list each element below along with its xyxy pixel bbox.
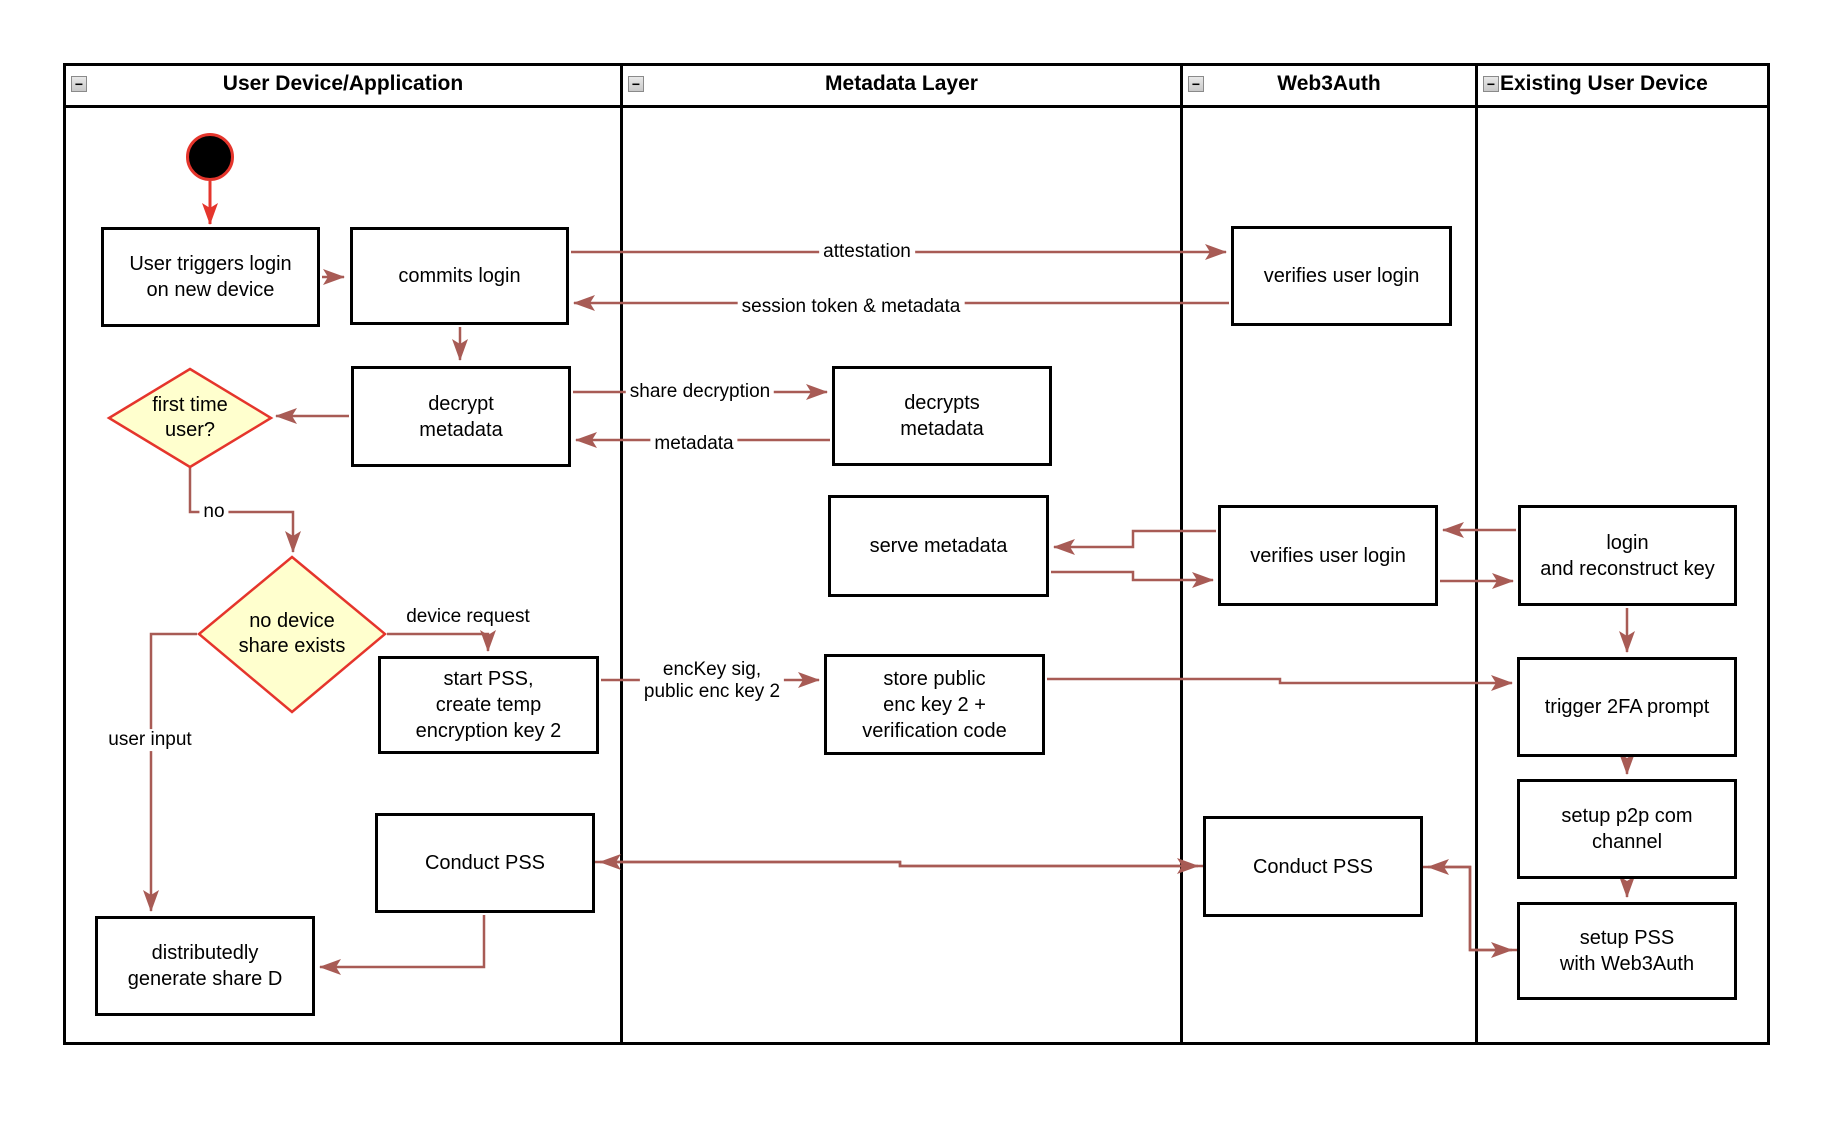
node-conduct-pss-user-device[interactable]: Conduct PSS (375, 813, 595, 913)
decision-label-first-time-user: first time user? (152, 394, 228, 441)
node-distributedly-generate-share-d[interactable]: distributedly generate share D (95, 916, 315, 1016)
lane-header-web3auth: Web3Auth (1183, 63, 1475, 105)
lane-title-user-device-application: User Device/Application (222, 72, 464, 95)
decision-no-device-share[interactable] (197, 555, 387, 714)
edge-label-metadata: metadata (650, 433, 738, 455)
edge-verifies2-to-serve (1053, 529, 1216, 555)
node-decrypt-metadata[interactable]: decrypt metadata (351, 366, 571, 467)
node-user-triggers-login[interactable]: User triggers login on new device (101, 227, 320, 327)
edge-user-input (143, 632, 197, 912)
edge-conducta-to-distributedly (319, 915, 486, 975)
edge-label-device-request: device request (406, 606, 530, 628)
lane-header-existing-user-device: Existing User Device (1500, 63, 1770, 105)
node-verifies-user-login-1[interactable]: verifies user login (1231, 226, 1452, 326)
edge-label-attestation: attestation (819, 241, 915, 263)
lane-title-web3auth: Web3Auth (1277, 72, 1381, 95)
edge-label-no: no (199, 501, 229, 523)
decision-label-no-device-share: no device share exists (238, 610, 346, 657)
lane-divider-3 (1475, 63, 1478, 1045)
start-node[interactable] (186, 133, 234, 181)
node-decrypts-metadata[interactable]: decrypts metadata (832, 366, 1052, 466)
collapse-lane-button[interactable]: − (628, 76, 644, 92)
header-divider (63, 105, 1770, 108)
node-conduct-pss-web3auth[interactable]: Conduct PSS (1203, 816, 1423, 917)
lane-header-metadata-layer: Metadata Layer (623, 63, 1180, 105)
node-setup-pss-with-web3auth[interactable]: setup PSS with Web3Auth (1517, 902, 1737, 1000)
collapse-lane-button[interactable]: − (1188, 76, 1204, 92)
edge-device-request (387, 630, 496, 652)
minus-icon: − (631, 76, 641, 92)
minus-icon: − (1191, 76, 1201, 92)
lane-divider-1 (620, 63, 623, 1045)
edge-conductb-to-conducta (599, 854, 1203, 870)
node-serve-metadata[interactable]: serve metadata (828, 495, 1049, 597)
minus-icon: − (74, 76, 84, 92)
lane-title-metadata-layer: Metadata Layer (825, 72, 978, 95)
edge-label-user-input: user input (104, 729, 196, 751)
lane-header-user-device-application: User Device/Application (66, 63, 620, 105)
collapse-lane-button[interactable]: − (71, 76, 87, 92)
node-commits-login[interactable]: commits login (350, 227, 569, 325)
decision-first-time-user[interactable] (106, 367, 274, 469)
node-store-public-enc-key[interactable]: store public enc key 2 + verification co… (824, 654, 1045, 755)
edge-no-branch (188, 467, 301, 553)
lane-title-existing-user-device: Existing User Device (1500, 72, 1708, 95)
node-setup-p2p-com-channel[interactable]: setup p2p com channel (1517, 779, 1737, 879)
edge-serve-to-verifies2 (1051, 570, 1214, 588)
lane-divider-2 (1180, 63, 1183, 1045)
edge-label-share-decryption: share decryption (625, 381, 775, 403)
edge-conductb-to-setuppss (1423, 865, 1513, 958)
node-verifies-user-login-2[interactable]: verifies user login (1218, 505, 1438, 606)
edge-label-enckey-sig: encKey sig, public enc key 2 (639, 659, 785, 703)
collapse-lane-button[interactable]: − (1483, 76, 1499, 92)
minus-icon: − (1486, 76, 1496, 92)
pool-frame (63, 63, 1770, 1045)
node-start-pss[interactable]: start PSS, create temp encryption key 2 (378, 656, 599, 754)
node-login-and-reconstruct-key[interactable]: login and reconstruct key (1518, 505, 1737, 606)
edge-label-session-token: session token & metadata (737, 296, 965, 318)
node-trigger-2fa-prompt[interactable]: trigger 2FA prompt (1517, 657, 1737, 757)
edge-store-to-2fa (1047, 675, 1513, 691)
edge-setuppss-to-conductb (1427, 859, 1517, 952)
